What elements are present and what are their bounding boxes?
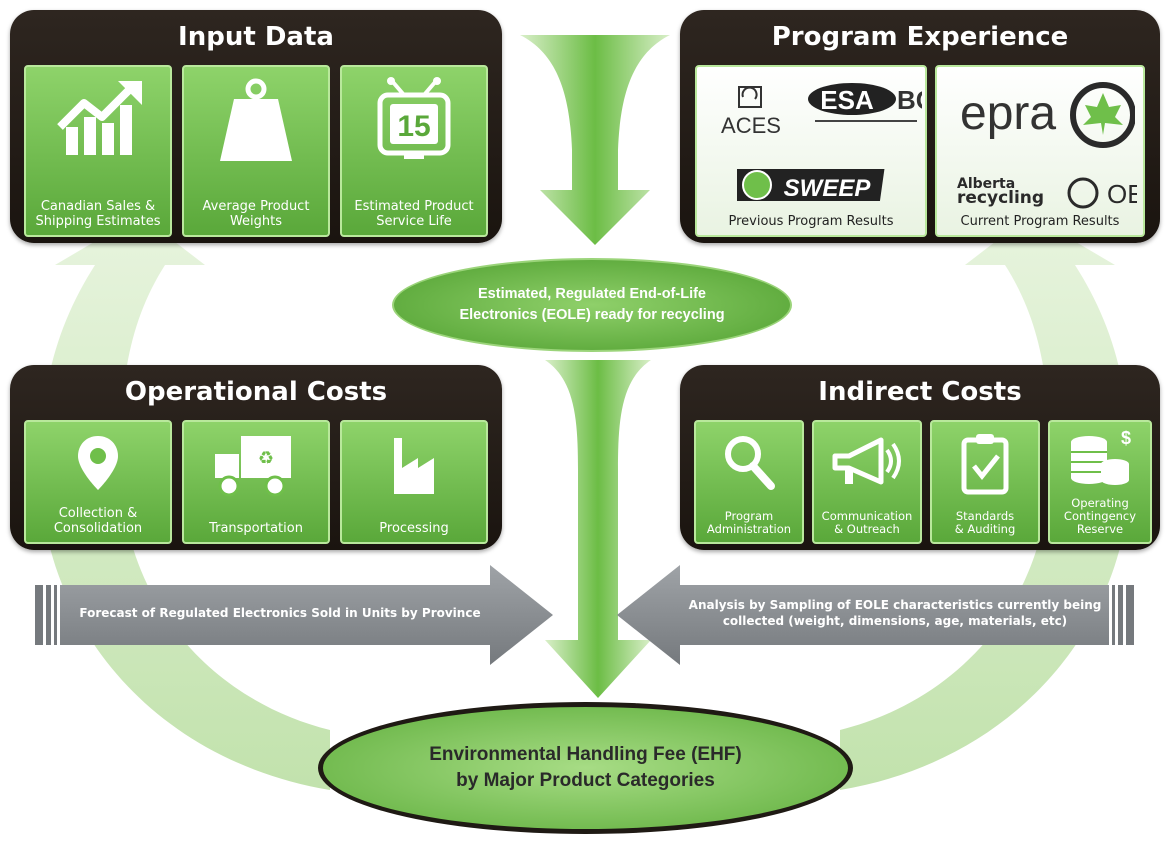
megaphone-icon — [814, 432, 920, 492]
epra-text: epra — [960, 87, 1056, 140]
middle-down-arrow — [545, 360, 651, 698]
tile-canadian-sales: Canadian Sales &Shipping Estimates — [24, 65, 172, 237]
tile-label-1: Program — [724, 509, 774, 523]
operational-costs-title: Operational Costs — [124, 377, 388, 407]
factory-icon — [342, 432, 486, 498]
tile-label-2: & Outreach — [834, 522, 900, 536]
tile-label-2: Administration — [706, 522, 792, 536]
analysis-arrow-text: Analysis by Sampling of EOLE characteris… — [680, 597, 1110, 629]
tile-standards: Standards& Auditing — [930, 420, 1040, 544]
tile-label-1: Standards — [955, 509, 1015, 523]
analysis-line-2: collected (weight, dimensions, age, mate… — [722, 614, 1068, 628]
tile-label-1: Average Product — [202, 199, 310, 214]
tile-label-1: Transportation — [209, 521, 303, 536]
alberta-recycling-logo: Alberta recycling — [957, 176, 1045, 208]
current-program-results-label: Current Program Results — [960, 214, 1120, 229]
oes-text: OES — [1107, 179, 1137, 209]
input-data-panel: Input Data Canadian Sales &Shipping Esti… — [10, 10, 502, 243]
tile-processing: Processing — [340, 420, 488, 544]
tile-transportation: ♻ Transportation — [182, 420, 330, 544]
tile-previous-programs: ACES ESA BC SWEEP Previous Program Resul… — [695, 65, 935, 237]
tile-label-2: Contingency — [1063, 509, 1137, 523]
forecast-arrow-text: Forecast of Regulated Electronics Sold i… — [79, 606, 481, 620]
tv-number: 15 — [397, 110, 430, 143]
epra-logo: epra — [955, 77, 1136, 161]
ehf-line-1: Environmental Handling Fee (EHF) — [429, 744, 742, 765]
magnifier-icon — [696, 432, 802, 492]
aces-text: ACES — [721, 113, 781, 138]
aces-logo: ACES — [717, 83, 787, 147]
input-data-title: Input Data — [178, 22, 334, 52]
tile-label-1: Operating — [1071, 496, 1129, 510]
tile-label-1: Communication — [821, 509, 913, 523]
eole-line-1: Estimated, Regulated End-of-Life — [478, 286, 706, 302]
previous-program-results-label: Previous Program Results — [728, 214, 894, 229]
tv-15-icon: 15 — [342, 77, 486, 177]
esa-text: ESA — [820, 85, 874, 115]
svg-text:♻: ♻ — [258, 448, 274, 468]
tile-label-2: & Auditing — [954, 522, 1016, 536]
program-experience-panel: Program Experience ACES ESA BC SWEEP — [680, 10, 1162, 243]
tile-label-2: Service Life — [376, 214, 452, 229]
dollar-text: $ — [1121, 428, 1131, 448]
truck-icon: ♻ — [184, 432, 328, 500]
tile-label-2: Weights — [229, 214, 283, 229]
recycling-text: recycling — [957, 188, 1045, 208]
clipboard-check-icon — [932, 432, 1038, 496]
tile-current-programs: epra Alberta recycling OES Current Progr… — [935, 65, 1162, 237]
program-experience-title: Program Experience — [771, 22, 1069, 52]
bc-text: BC — [897, 85, 922, 115]
tile-label-1: Processing — [379, 521, 449, 536]
tile-communication: Communication& Outreach — [812, 420, 922, 544]
indirect-costs-title: Indirect Costs — [818, 377, 1022, 407]
left-grey-arrow — [35, 565, 553, 665]
operational-costs-panel: Operational Costs Collection &Consolidat… — [10, 365, 502, 550]
tile-label-1: Canadian Sales & — [40, 199, 156, 214]
tile-label-1: Estimated Product — [354, 199, 474, 214]
alberta-text: Alberta — [957, 176, 1016, 192]
oes-logo: OES — [1067, 173, 1162, 217]
tile-label-2: Shipping Estimates — [35, 214, 161, 229]
coins-icon: $ — [1050, 428, 1150, 488]
sweep-logo: SWEEP — [731, 165, 887, 209]
growth-chart-icon — [26, 77, 170, 157]
tile-collection: Collection &Consolidation — [24, 420, 172, 544]
sweep-text: SWEEP — [784, 175, 872, 202]
right-cycle-arrow — [840, 215, 1130, 790]
tile-label-1: Collection & — [58, 506, 138, 521]
eole-line-2: Electronics (EOLE) ready for recycling — [459, 307, 725, 323]
weight-icon — [184, 77, 328, 167]
analysis-line-1: Analysis by Sampling of EOLE characteris… — [688, 598, 1102, 612]
map-pin-icon — [26, 432, 170, 492]
left-cycle-arrow — [40, 215, 330, 790]
tile-label-2: Consolidation — [53, 521, 143, 536]
esabc-logo: ESA BC — [807, 79, 935, 133]
tile-label-3: Reserve — [1076, 522, 1124, 536]
ehf-line-2: by Major Product Categories — [456, 770, 715, 791]
ehf-oval: Environmental Handling Fee (EHF) by Major… — [318, 702, 853, 834]
top-down-arrow — [520, 35, 670, 245]
right-grey-arrow — [617, 565, 1134, 665]
